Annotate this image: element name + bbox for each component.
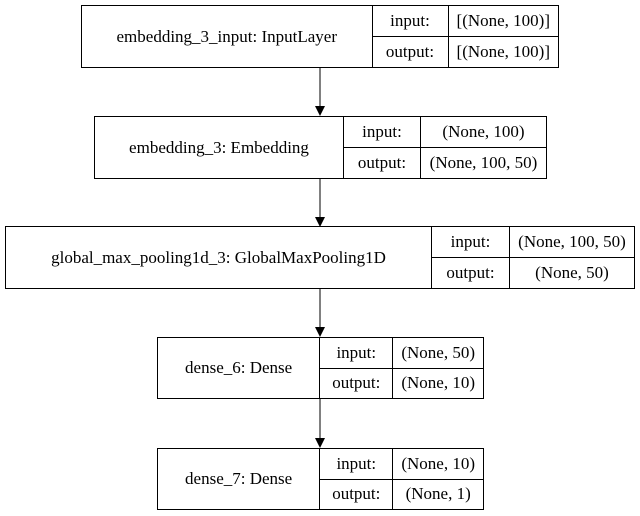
port-values: (None, 100, 50) (None, 50) (510, 227, 634, 288)
input-label: input: (372, 6, 448, 37)
layer-node-embedding-3-input: embedding_3_input: InputLayer input: out… (81, 5, 559, 68)
layer-name: embedding_3_input: InputLayer (82, 6, 373, 67)
output-label: output: (332, 373, 381, 393)
layer-node-dense-6: dense_6: Dense input: output: (None, 50)… (157, 337, 484, 399)
layer-name: dense_6: Dense (158, 338, 321, 398)
input-label: input: (320, 338, 393, 369)
input-label: input: (344, 117, 420, 148)
port-values: (None, 50) (None, 10) (393, 338, 483, 398)
layer-node-dense-7: dense_7: Dense input: output: (None, 10)… (157, 448, 484, 510)
port-labels: input: output: (320, 338, 394, 398)
port-values: (None, 100) (None, 100, 50) (421, 117, 546, 178)
output-shape: [(None, 100)] (456, 42, 550, 61)
port-labels: input: output: (344, 117, 421, 178)
output-shape: (None, 10) (401, 373, 475, 393)
input-label: input: (432, 227, 509, 258)
input-label: input: (320, 449, 393, 480)
port-labels: input: output: (372, 6, 449, 67)
output-label: output: (357, 153, 407, 172)
output-shape: (None, 50) (535, 263, 609, 282)
output-label: output: (332, 484, 381, 504)
input-shape: (None, 100, 50) (510, 227, 634, 258)
port-labels: input: output: (320, 449, 394, 509)
port-values: (None, 10) (None, 1) (393, 449, 483, 509)
output-label: output: (385, 42, 435, 61)
input-shape: (None, 100) (421, 117, 546, 148)
output-shape: (None, 1) (405, 484, 471, 504)
input-shape: (None, 50) (393, 338, 483, 369)
output-shape: (None, 100, 50) (429, 153, 538, 172)
layer-name: global_max_pooling1d_3: GlobalMaxPooling… (6, 227, 432, 288)
layer-node-embedding-3: embedding_3: Embedding input: output: (N… (94, 116, 547, 179)
layer-node-global-max-pooling1d-3: global_max_pooling1d_3: GlobalMaxPooling… (5, 226, 635, 289)
port-values: [(None, 100)] [(None, 100)] (448, 6, 558, 67)
input-shape: [(None, 100)] (448, 6, 558, 37)
output-label: output: (446, 263, 495, 282)
layer-name: dense_7: Dense (158, 449, 321, 509)
port-labels: input: output: (432, 227, 510, 288)
layer-name: embedding_3: Embedding (95, 117, 344, 178)
input-shape: (None, 10) (393, 449, 483, 480)
